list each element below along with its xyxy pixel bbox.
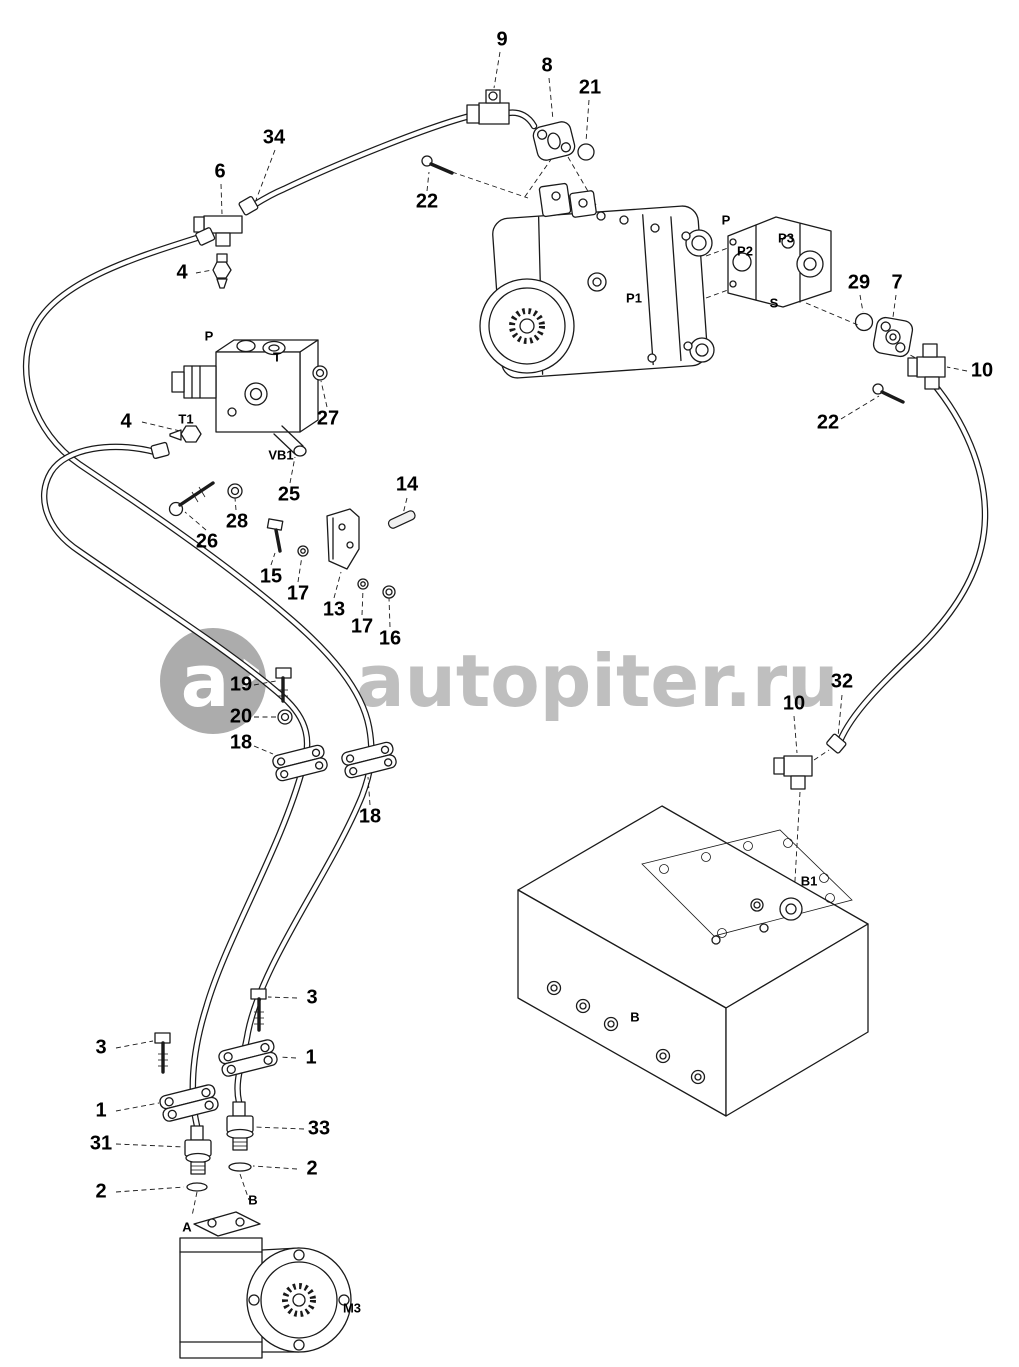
watermark-logo-letter: a: [180, 639, 230, 723]
hose-lines: [22, 109, 989, 1130]
motor: [179, 1211, 352, 1359]
watermark-text: autopiter.ru: [356, 639, 839, 723]
leader-lines: [115, 51, 968, 1217]
tank: [517, 805, 869, 1117]
valve-block: [150, 339, 328, 460]
main-pump: [479, 182, 715, 379]
gear-pump: [727, 216, 832, 308]
fittings-and-hardware: [154, 89, 946, 1192]
watermark: a › autopiter.ru: [160, 628, 839, 734]
